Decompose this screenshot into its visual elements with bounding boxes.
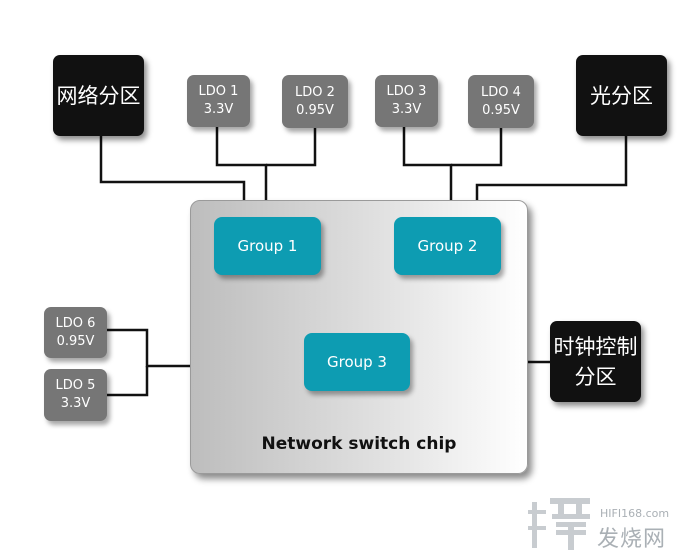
ldo-5-name: LDO 5 <box>55 378 96 393</box>
ldo-1-name: LDO 1 <box>198 84 239 99</box>
network-partition-label: 网络分区 <box>56 83 141 108</box>
clock-partition-label-2: 分区 <box>574 364 617 389</box>
ldo-2-name: LDO 2 <box>295 84 335 100</box>
watermark-url: HIFI168.com <box>600 507 670 520</box>
ldo-6-box: LDO 6 0.95V <box>44 307 107 358</box>
group-1-box: Group 1 <box>214 217 321 275</box>
ldo-2-box: LDO 2 0.95V <box>282 75 348 128</box>
ldo-5-voltage: 3.3V <box>60 396 91 411</box>
ldo-3-voltage: 3.3V <box>391 102 422 117</box>
ldo-4-name: LDO 4 <box>481 84 521 100</box>
clock-partition-label-1: 时钟控制 <box>553 334 638 359</box>
optical-partition-label: 光分区 <box>590 83 653 108</box>
wire-ldo4-group2 <box>451 127 503 167</box>
watermark-logo-icon <box>528 498 590 550</box>
ldo-3-box: LDO 3 3.3V <box>375 75 438 127</box>
network-partition-box: 网络分区 <box>53 55 144 136</box>
watermark-name: 发烧网 <box>597 527 667 552</box>
clock-partition-box: 时钟控制 分区 <box>550 321 641 402</box>
ldo-1-voltage: 3.3V <box>203 102 234 117</box>
wire-ldo5-group3 <box>107 366 149 397</box>
ldo-2-voltage: 0.95V <box>296 102 334 118</box>
wire-ldo2-group1 <box>266 128 317 167</box>
ldo-4-voltage: 0.95V <box>482 102 520 118</box>
ldo-6-voltage: 0.95V <box>56 333 95 349</box>
optical-partition-box: 光分区 <box>576 55 667 136</box>
ldo-4-box: LDO 4 0.95V <box>468 75 534 128</box>
chip-label: Network switch chip <box>261 434 457 454</box>
ldo-6-name: LDO 6 <box>55 315 96 331</box>
wire-ldo1-group1 <box>215 126 268 218</box>
group-3-box: Group 3 <box>304 333 410 391</box>
ldo-3-name: LDO 3 <box>386 84 427 99</box>
watermark-logo <box>528 496 598 552</box>
wire-ldo3-group2 <box>402 126 453 218</box>
ldo-1-box: LDO 1 3.3V <box>187 75 250 127</box>
ldo-5-box: LDO 5 3.3V <box>44 369 107 421</box>
group-2-box: Group 2 <box>394 217 501 275</box>
